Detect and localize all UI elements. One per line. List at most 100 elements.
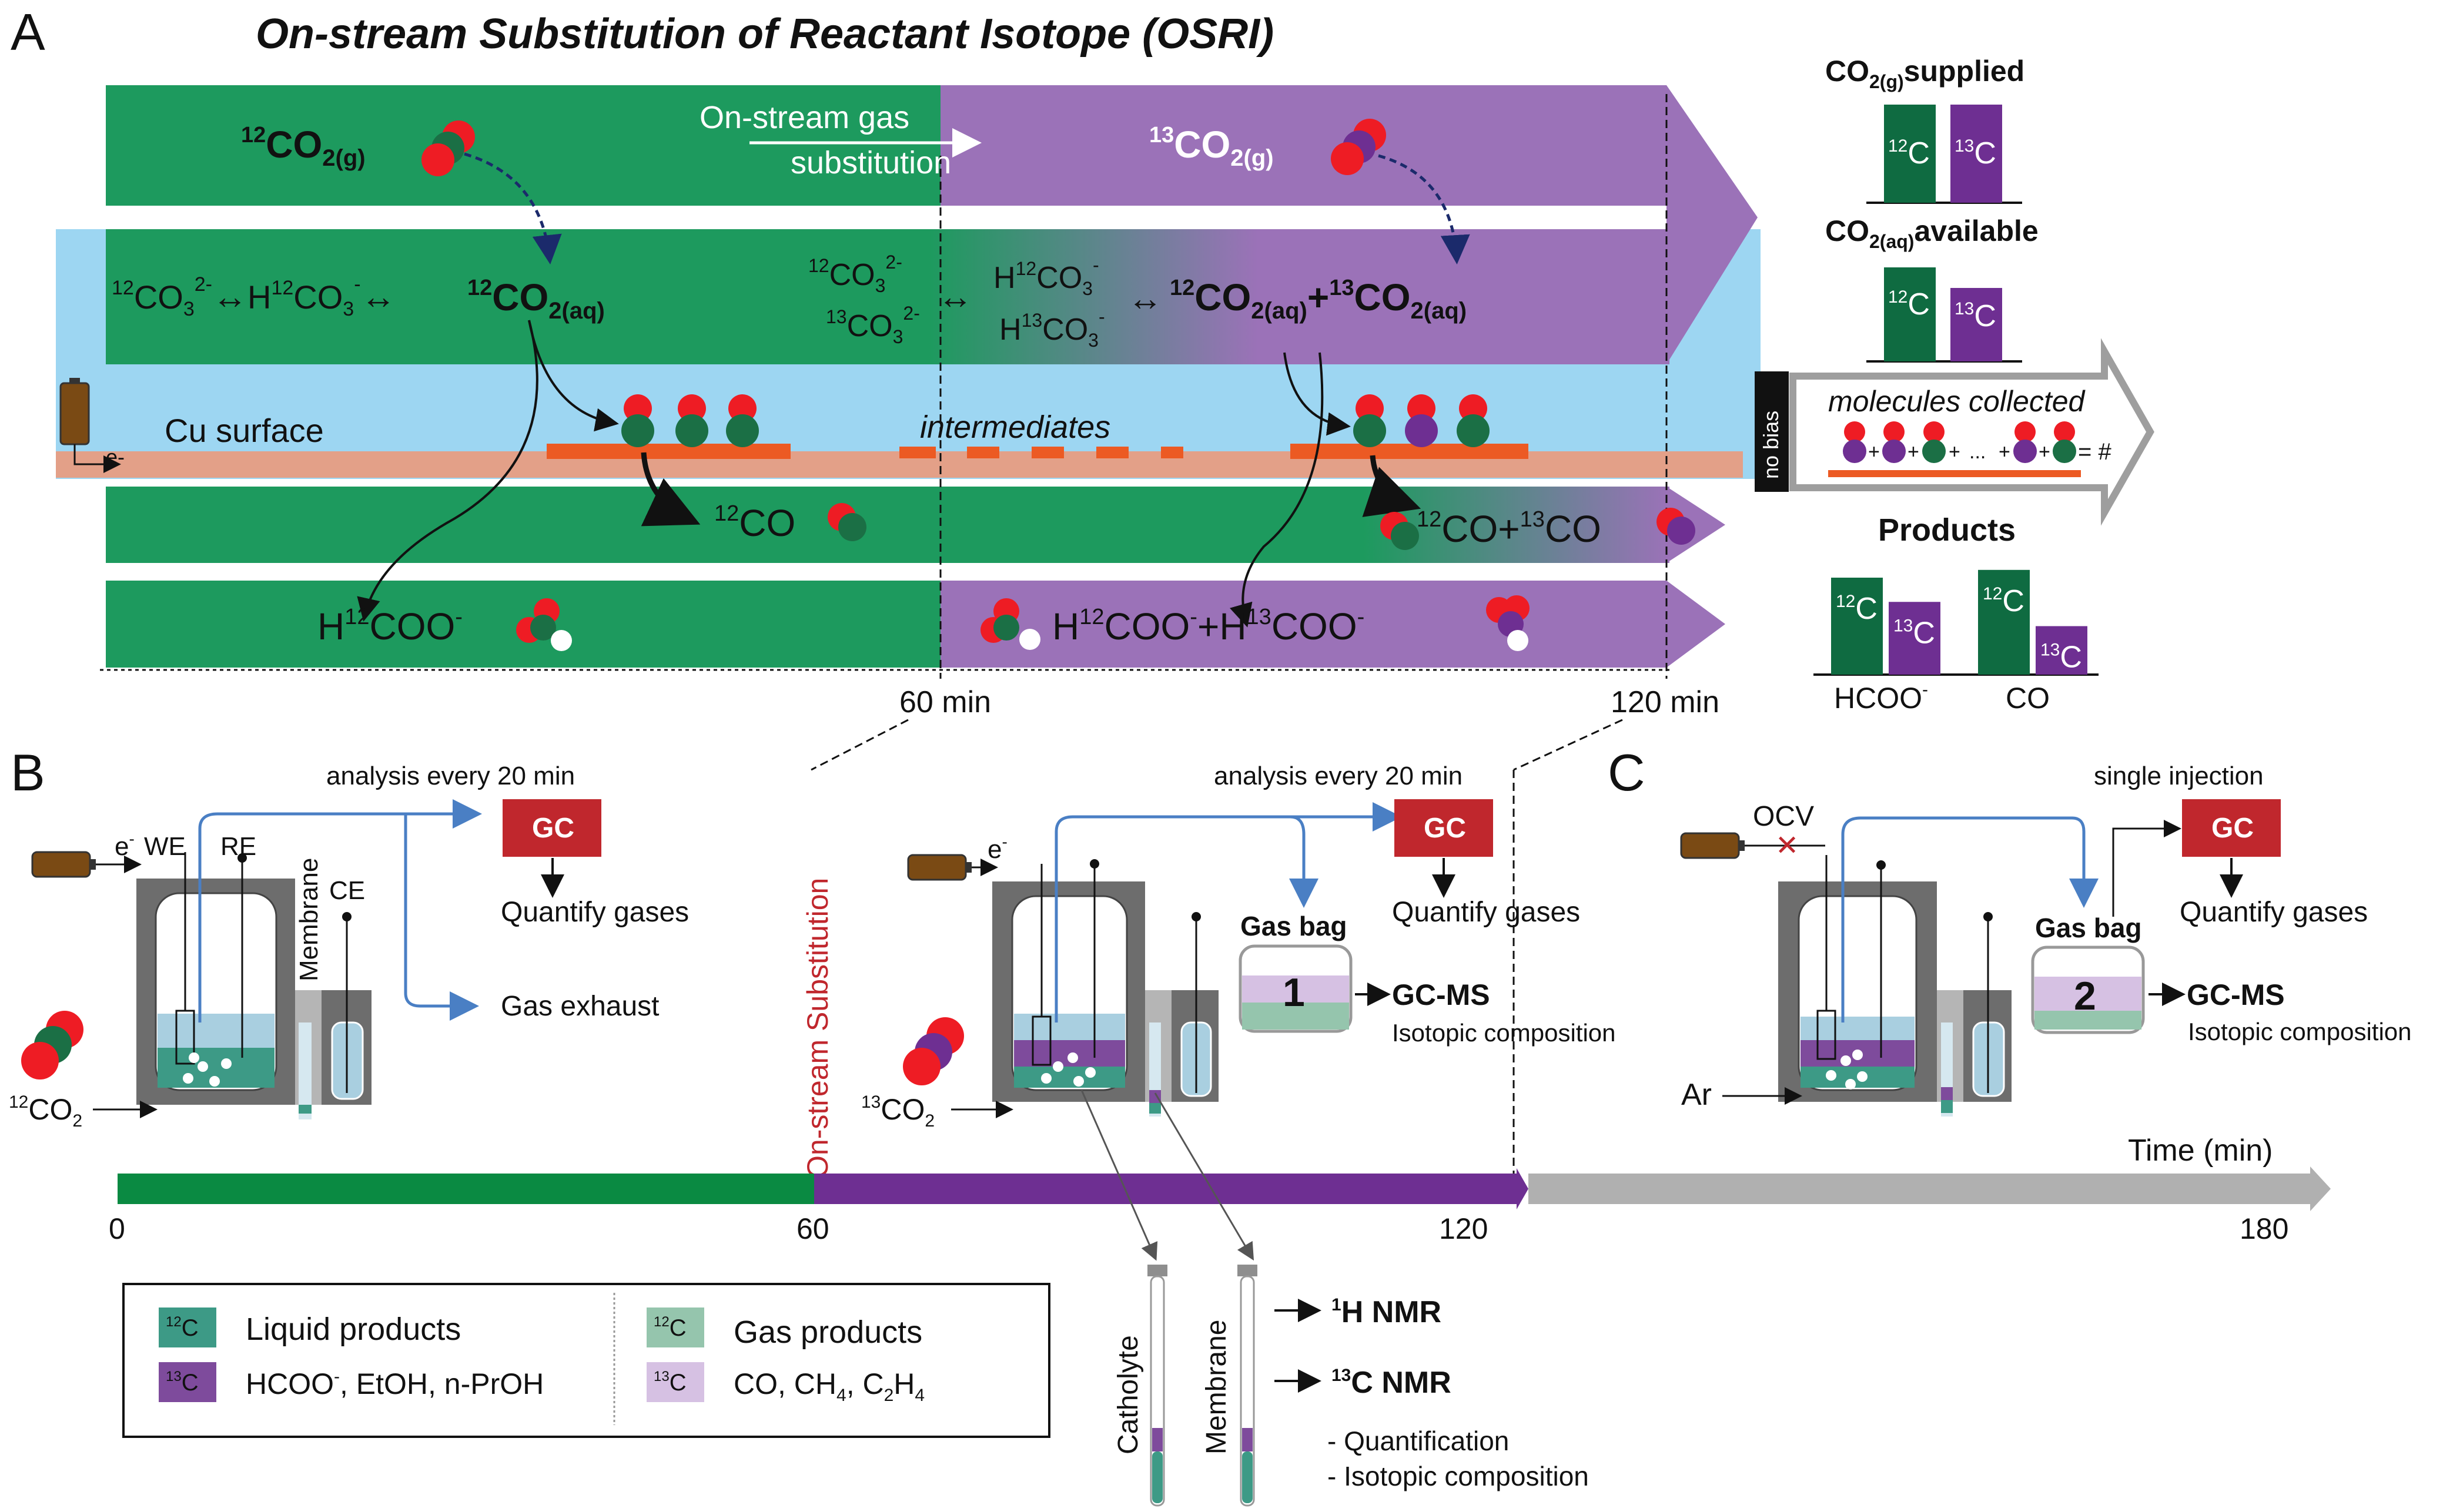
no-bias-tag: [1755, 371, 1789, 492]
membrane-label: Membrane: [295, 858, 323, 981]
membrane-tube-label: Membrane: [1201, 1320, 1232, 1454]
intermediates-label: intermediates: [920, 410, 1110, 445]
co2g-13-label: 13CO2(g): [1149, 123, 1274, 171]
time-label-60: 60 min: [899, 685, 991, 719]
onstream-label-line1: On-stream gas: [700, 100, 909, 135]
arrow-co2-to-formate-left: [357, 320, 538, 622]
gas-line-c: [1841, 816, 2099, 1022]
mid-arrow-1: ↔: [938, 277, 973, 316]
co-12-product: 12CO: [714, 501, 795, 544]
co-12-molecule: [828, 503, 866, 541]
supplied-bar-13c-label: 13C: [1955, 136, 1996, 170]
timeline-purple-head: [1517, 1168, 1528, 1209]
gasbag-label-2: Gas bag: [2035, 913, 2142, 943]
gasbag-1[interactable]: [1239, 944, 1353, 1033]
legend-swatch-liquid-12c-label: 12C: [166, 1314, 199, 1341]
sample-arrow-membrane: [1154, 1092, 1254, 1261]
cell-middle: [992, 859, 1219, 1117]
available-bar-12c-label: 12C: [1888, 287, 1930, 321]
legend-gas-label: Gas products: [734, 1315, 922, 1350]
gc-box-mid[interactable]: [1394, 799, 1493, 857]
mid-carbonate-13: 13CO32-: [826, 303, 920, 347]
nmr-bullet-1: - Quantification: [1327, 1426, 1509, 1456]
gas-band-13co2: [941, 85, 1666, 206]
battery-icon-b-mid: [907, 854, 998, 881]
catalyst-pad-mid-3: [1032, 447, 1064, 458]
collected-eq-plus-5: +: [2039, 441, 2050, 463]
electron-label-a: e-: [106, 445, 125, 469]
gc-label-mid: GC: [1424, 813, 1466, 844]
arrow-surface-to-co-left: [641, 452, 701, 527]
legend-swatch-gas-12c: [647, 1308, 704, 1347]
b-left-co2: 12CO2: [9, 1092, 82, 1131]
zoom-line-right: [1513, 719, 1623, 771]
figure-title: On-stream Substitution of Reactant Isoto…: [256, 11, 1274, 58]
gc-label-right: GC: [2211, 813, 2254, 844]
co2-13-molecule-gas: [1331, 119, 1386, 175]
molecules-collected-label: molecules collected: [1828, 385, 2086, 418]
products-bar-hcoo-12C: [1831, 578, 1883, 675]
gas-band-12co2: [106, 85, 941, 206]
b-left-analysis: analysis every 20 min: [326, 762, 575, 790]
isotopic-label-2: Isotopic composition: [2188, 1018, 2412, 1045]
isotopic-label-1: Isotopic composition: [1392, 1019, 1616, 1047]
timeline-green: [118, 1174, 814, 1204]
products-title: Products: [1878, 512, 2016, 548]
legend-gas-list: CO, CH4, C2H4: [734, 1367, 925, 1405]
timeline-t0: 0: [109, 1212, 125, 1245]
hcoo-band-arrowhead: [1666, 581, 1725, 668]
catholyte-label: Catholyte: [1113, 1335, 1144, 1454]
ce-label: CE: [329, 876, 365, 905]
b-left-quantify: Quantify gases: [501, 897, 689, 928]
supplied-bar-13c: [1950, 105, 2002, 203]
formate-mixed-product: H12COO-+H13COO-: [1052, 605, 1364, 648]
c-quantify: Quantify gases: [2180, 897, 2368, 928]
collected-eq-result: = #: [2078, 439, 2111, 465]
products-cat-co: CO: [2006, 682, 2050, 715]
collected-eq-plus-4: +: [1999, 441, 2010, 463]
nmr-tube-catholyte: [1147, 1265, 1167, 1507]
gas-line-left: [198, 799, 482, 1022]
gasbag-num-1: 1: [1283, 970, 1305, 1015]
formate-12-molecule: [516, 598, 572, 651]
gas-line-mid-bag: [1289, 815, 1318, 908]
co-mixed-product: 12CO+13CO: [1417, 507, 1601, 550]
catalyst-pad-mid-5: [1161, 447, 1183, 458]
nmr-bullet-2: - Isotopic composition: [1327, 1461, 1589, 1491]
gc-box-left[interactable]: [503, 799, 601, 857]
legend-swatch-liquid-12c: [159, 1308, 216, 1347]
gc-injection-line: [2112, 820, 2181, 917]
co-13-molecule: [1656, 508, 1695, 545]
timeline-t120: 120: [1439, 1212, 1488, 1245]
panel-c-letter: C: [1608, 743, 1645, 802]
gasbag-2[interactable]: [2031, 946, 2145, 1034]
co2-supplied-title: CO2(g)supplied: [1825, 55, 2024, 92]
nmr-tube-membrane: [1237, 1265, 1257, 1507]
arrow-co2-to-surface-right: [1283, 352, 1351, 436]
gasbag-num-2: 2: [2074, 974, 2096, 1018]
co-mixed-molecule: [1380, 512, 1419, 550]
supplied-bar-12c: [1884, 105, 1936, 203]
collected-eq-plus-2: +: [1907, 441, 1919, 463]
supplied-bar-12c-label: 12C: [1888, 136, 1930, 170]
timeline-label: Time (min): [2128, 1134, 2273, 1168]
catalyst-pad-mid-4: [1096, 447, 1129, 458]
no-bias-label: no bias: [1759, 411, 1783, 479]
legend-swatch-liquid-13c-label: 13C: [166, 1369, 199, 1396]
mid-bicarbonate-13: H13CO3-: [999, 306, 1105, 351]
co2-available-title: CO2(aq)available: [1825, 214, 2039, 252]
timeline-gray-head: [2310, 1166, 2331, 1211]
gcms-label-2: GC-MS: [2187, 978, 2285, 1011]
co2-12-molecule-gas: [421, 120, 475, 176]
arrow-co2-to-formate-right: [1229, 352, 1324, 628]
gas-line-mid: [1055, 802, 1402, 1022]
b-left-electron: e-: [115, 830, 135, 861]
aqueous-band-green: [106, 229, 929, 364]
available-bar-12c: [1884, 267, 1936, 361]
available-bar-13c: [1950, 288, 2002, 361]
gcms-label-1: GC-MS: [1392, 978, 1490, 1011]
products-cat-hcoo: HCOO-: [1834, 680, 1928, 715]
gc-box-right[interactable]: [2182, 799, 2281, 857]
